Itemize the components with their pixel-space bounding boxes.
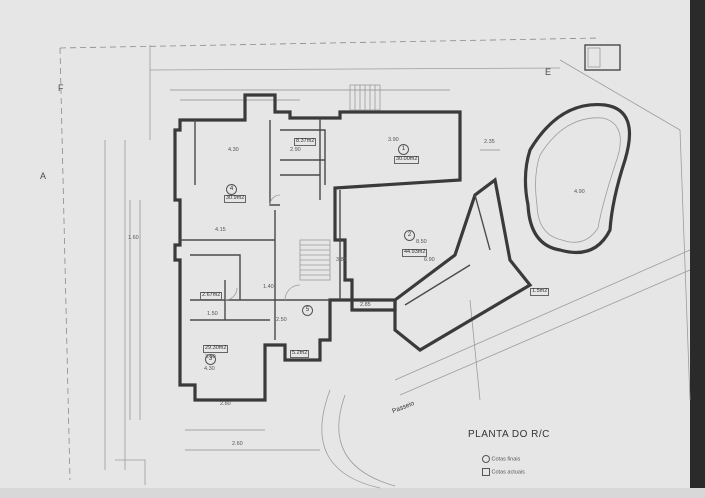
dimension-label: 2.85	[360, 302, 371, 308]
drawing-title: PLANTA DO R/C	[468, 429, 550, 440]
boundary-right	[559, 59, 691, 401]
small-room-area: 8.37m2	[294, 138, 317, 146]
room-area: 30.00m2	[394, 156, 420, 164]
legend-item-current-levels: Cotas actuais	[482, 468, 525, 476]
small-room-area: 5.2m2	[290, 350, 310, 358]
legend-item-final-levels: Cotas finais	[482, 455, 520, 463]
dimension-label: 2.90	[290, 147, 301, 153]
dimension-label: 4.30	[228, 147, 239, 153]
dimension-label: 4.30	[204, 366, 215, 372]
circle-symbol-icon	[482, 455, 490, 463]
curb-curve	[321, 389, 381, 489]
stairs-terrace	[349, 84, 381, 111]
dimension-label: 8.50	[416, 239, 427, 245]
room-area: 44.93m2	[402, 249, 428, 257]
dimension-label: 1.40	[263, 284, 274, 290]
axis-label-a: A	[40, 171, 47, 181]
dimension-label: 2.35	[484, 139, 495, 145]
room-area: 30.9m2	[224, 195, 247, 203]
axis-line-left	[59, 47, 71, 481]
dimension-label: 4.90	[574, 189, 585, 195]
dimension-label: 2.60	[232, 441, 243, 447]
room-number: 3	[205, 354, 216, 365]
small-room-area: 1.5m2	[530, 288, 550, 296]
boundary-line	[469, 299, 481, 401]
room-number: 4	[226, 184, 237, 195]
dimension-label: 3.85	[336, 257, 347, 263]
axis-label-e: E	[545, 67, 552, 77]
pool-outline	[523, 102, 632, 255]
street-edge-1	[394, 249, 691, 381]
square-symbol-icon	[482, 468, 490, 476]
stairs-main	[299, 239, 331, 281]
room-area: 29.30m2	[203, 345, 229, 353]
room-number: 5	[302, 305, 313, 316]
street-edge-2	[399, 269, 691, 396]
scan-edge-right	[690, 0, 705, 498]
terrace-line	[149, 67, 561, 71]
dimension-label: 6.90	[424, 257, 435, 263]
dimension-label: 1.60	[128, 235, 139, 241]
garage-wing	[393, 177, 533, 352]
dimension-label: 3.90	[388, 137, 399, 143]
axis-label-f: F	[58, 83, 64, 93]
small-room-area: 2.67m2	[200, 292, 223, 300]
dimension-label: 1.50	[207, 311, 218, 317]
room-number: 2	[404, 230, 415, 241]
dimension-label: 2.50	[276, 317, 287, 323]
room-number: 1	[398, 144, 409, 155]
dimension-label: 2.80	[220, 401, 231, 407]
dimension-label: 4.15	[215, 227, 226, 233]
dimension-label: 3.60	[205, 354, 216, 360]
annex-building	[584, 44, 621, 71]
